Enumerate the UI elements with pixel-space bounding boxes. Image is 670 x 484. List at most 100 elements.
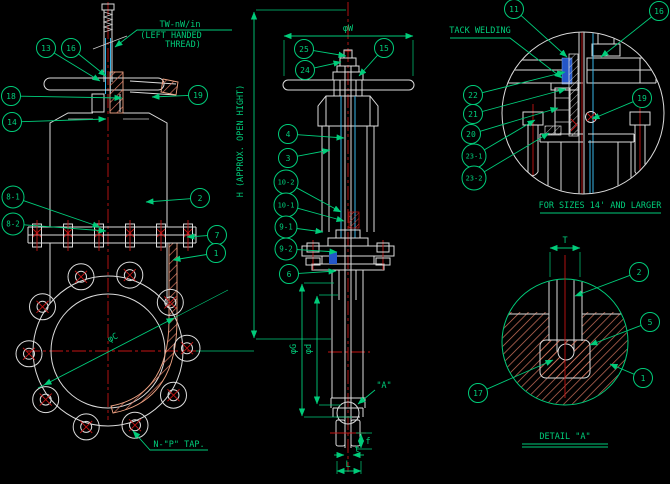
- detail-large-sizes: [501, 31, 665, 195]
- balloon-leader: [479, 107, 559, 132]
- part-balloon-label: 25: [299, 45, 309, 54]
- sizes-note-label: FOR SIZES 14' AND LARGER: [539, 201, 663, 211]
- yoke-head: [317, 95, 379, 127]
- dim-f-ext: [356, 432, 372, 450]
- part-balloon-label: 10-2: [278, 179, 295, 187]
- balloon-leader: [297, 134, 345, 141]
- part-balloon: [633, 368, 653, 388]
- tap-note-leader: [132, 430, 208, 451]
- part-balloon: [206, 243, 226, 263]
- part-balloon-label: 2: [198, 194, 203, 203]
- part-balloon-label: 16: [654, 7, 664, 16]
- part-balloon: [294, 39, 314, 59]
- part-balloon-label: 1: [641, 374, 646, 383]
- tack-welding-label: TACK WELDING: [449, 26, 510, 36]
- seat-port-hole: [557, 343, 575, 361]
- part-balloon-label: 6: [287, 270, 292, 279]
- dia-G-label: φG: [289, 344, 299, 354]
- part-balloon-label: 23-1: [466, 153, 483, 161]
- slot-walls: [548, 279, 583, 341]
- thread-note-line3: THREAD): [165, 40, 201, 50]
- part-balloon: [632, 88, 652, 108]
- part-balloon-label: 19: [637, 94, 647, 103]
- part-balloon: [2, 112, 22, 132]
- detail-a: [501, 255, 629, 406]
- part-balloon-label: 3: [286, 154, 291, 163]
- part-balloon-label: 21: [468, 110, 478, 119]
- yoke-nut: [91, 93, 105, 113]
- detail-title-label: DETAIL "A": [539, 432, 590, 442]
- body-outer-circle: [32, 275, 184, 427]
- part-balloon-label: 22: [468, 91, 478, 100]
- part-balloon-label: 23-2: [466, 175, 483, 183]
- stem-thread: [102, 11, 114, 33]
- bonnet-outline: [49, 112, 168, 227]
- balloon-leader: [186, 233, 208, 240]
- left-flange: [502, 59, 583, 84]
- body-sides: [49, 243, 168, 305]
- handwheel-rim-section: [160, 78, 179, 96]
- balloon-leader: [484, 132, 550, 173]
- bolt-circle-ext: [37, 289, 229, 389]
- balloon-leader: [609, 363, 635, 375]
- flange-bolt-lugs: [15, 261, 201, 441]
- dimension-annotations: TW-nW/in (LEFT HANDED THREAD) H (APPROX.…: [37, 9, 663, 475]
- part-balloon-label: 5: [648, 318, 653, 327]
- dia-d-ext: [319, 294, 341, 406]
- part-balloon: [278, 124, 298, 144]
- chest-walls: [547, 142, 632, 194]
- part-balloon: [295, 60, 315, 80]
- handwheel-dia-label: φW: [343, 24, 354, 34]
- packing-arrows: [570, 118, 578, 132]
- balloon-leader: [484, 119, 536, 151]
- balloon-leader: [23, 200, 101, 228]
- balloon-leader: [145, 198, 191, 205]
- gland-flange: [27, 226, 197, 244]
- yoke-legs: [321, 126, 375, 232]
- part-balloon: [649, 1, 669, 21]
- chest-top: [311, 263, 385, 271]
- balloon-leader: [358, 54, 379, 77]
- packing-block: [329, 252, 337, 264]
- part-balloon: [1, 185, 25, 209]
- thread-note-line1: TW-nW/in: [160, 20, 201, 30]
- part-balloon: [504, 0, 524, 19]
- dim-L-label: L: [345, 460, 350, 470]
- detail-large-sizes-section: [502, 32, 657, 194]
- front-view: [15, 2, 254, 441]
- balloon-leader: [591, 101, 634, 120]
- part-balloon-label: 9-1: [279, 223, 293, 232]
- dim-t-label: t: [354, 445, 359, 455]
- part-balloon: [1, 212, 25, 236]
- hub-body: [333, 80, 363, 96]
- part-balloon: [629, 262, 649, 282]
- detail-boundary-circle: [501, 31, 665, 195]
- balloon-leader: [482, 87, 567, 112]
- part-balloon-label: 17: [473, 389, 483, 398]
- handwheel: [282, 79, 415, 91]
- balloon-leader: [574, 274, 631, 297]
- balloon-leader: [20, 94, 123, 102]
- gland-bolt: [306, 242, 320, 253]
- part-balloon-label: 18: [6, 92, 16, 101]
- detail-ref-leader: [357, 389, 376, 405]
- part-balloon-label: 20: [466, 130, 476, 139]
- balloon-leader: [298, 268, 337, 275]
- dim-T-ext: [549, 252, 581, 277]
- boss-section: [544, 125, 562, 136]
- part-balloon-label: 24: [300, 66, 310, 75]
- side-view: [282, 2, 415, 472]
- balloon-leader: [600, 16, 652, 58]
- handwheel-dia-ext: [283, 40, 414, 76]
- detail-ref-label: "A": [376, 381, 391, 391]
- gland-studs: [32, 220, 193, 251]
- dim-f-label: f: [365, 437, 370, 447]
- gland-nut: [375, 257, 391, 266]
- height-dim-label: H (APPROX. OPEN HIGHT): [236, 85, 246, 198]
- part-balloon: [36, 38, 56, 58]
- tack-welding-leader: [450, 37, 563, 79]
- detail-title-underline: [522, 443, 608, 448]
- part-balloon: [188, 85, 208, 105]
